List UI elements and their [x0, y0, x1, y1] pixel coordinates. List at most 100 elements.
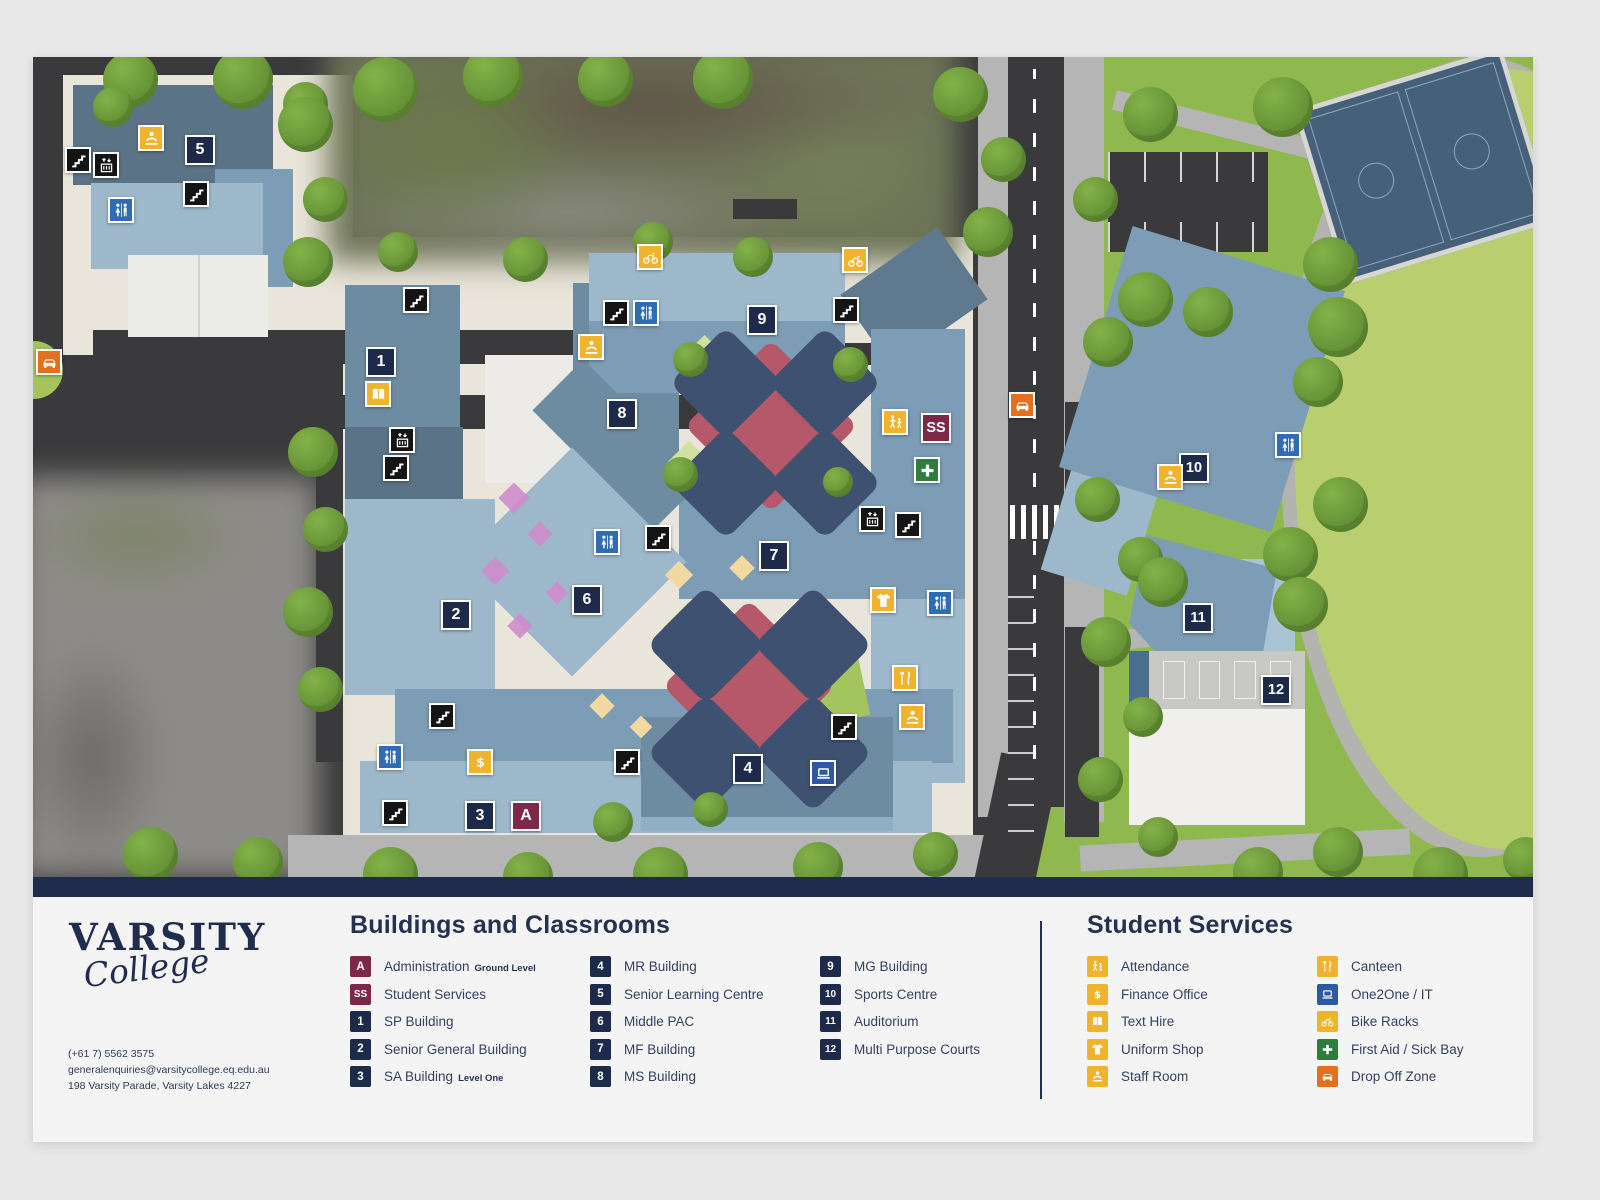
tree: [288, 427, 338, 477]
stairs-icon: [383, 455, 409, 481]
stairs-icon: [833, 297, 859, 323]
legend-item-label: Uniform Shop: [1121, 1041, 1204, 1057]
legend-item-label: Bike Racks: [1351, 1014, 1419, 1029]
legend-badge-4: 4: [590, 956, 611, 977]
staff-icon: [899, 704, 925, 730]
stairs-icon: [614, 749, 640, 775]
tree: [1263, 527, 1318, 582]
legend-badge-9: 9: [820, 956, 841, 977]
canteen-icon: [892, 665, 918, 691]
building-badge-5: 5: [185, 135, 215, 165]
firstaid-icon: [914, 457, 940, 483]
tree: [1293, 357, 1343, 407]
svg-text:$: $: [1094, 989, 1101, 1000]
legend-item-suffix: Level One: [458, 1073, 504, 1084]
tree: [1503, 837, 1533, 882]
building-badge-2: 2: [441, 600, 471, 630]
legend-divider: [1040, 921, 1042, 1099]
lift-icon: [389, 427, 415, 453]
building-9-mg-north: [589, 253, 845, 323]
building-badge-SS: SS: [921, 413, 951, 443]
laptop-icon: [1317, 983, 1338, 1005]
contact-address: 198 Varsity Parade, Varsity Lakes 4227: [68, 1079, 251, 1092]
building-badge-7: 7: [759, 541, 789, 571]
stairs-icon: [429, 703, 455, 729]
stairs-icon: [831, 714, 857, 740]
tree: [1313, 827, 1363, 877]
tree: [1123, 697, 1163, 737]
legend-item-label: Text Hire: [1121, 1014, 1175, 1029]
tree: [1081, 617, 1131, 667]
contact-phone: (+61 7) 5562 3575: [68, 1048, 155, 1060]
legend-item-label: Finance Office: [1121, 986, 1208, 1002]
tree: [1308, 297, 1368, 357]
stairs-icon: [183, 181, 209, 207]
tree: [981, 137, 1026, 182]
tree: [1078, 757, 1123, 802]
tree: [1123, 87, 1178, 142]
legend-item-label: Staff Room: [1121, 1069, 1189, 1084]
legend-item-label: SP Building: [384, 1014, 454, 1029]
canteen-icon: [1317, 956, 1338, 977]
legend-badge-SS: SS: [350, 983, 371, 1005]
building-badge-8: 8: [607, 399, 637, 429]
tree: [693, 792, 728, 827]
tree: [823, 467, 853, 497]
blurred-area-left: [33, 477, 318, 877]
firstaid-icon: [1317, 1038, 1338, 1060]
tree: [378, 232, 418, 272]
legend-item-suffix: Ground Level: [474, 963, 536, 974]
legend-item: First Aid / Sick Bay: [1317, 1038, 1527, 1060]
legend-item: $ Finance Office: [1087, 983, 1295, 1005]
tree: [1183, 287, 1233, 337]
toilets-icon: [927, 590, 953, 616]
bike-icon: [842, 247, 868, 273]
legend-badge-1: 1: [350, 1011, 371, 1032]
legend-badge-8: 8: [590, 1066, 611, 1087]
tree: [933, 67, 988, 122]
legend-item: Staff Room: [1087, 1066, 1295, 1087]
toilets-icon: [108, 197, 134, 223]
tree: [1313, 477, 1368, 532]
building-4-mr-lower-edge: [641, 817, 893, 831]
dropoff-icon: [36, 349, 62, 375]
tree: [1138, 557, 1188, 607]
legend-item: Attendance: [1087, 956, 1295, 977]
logo-varsity-text: VARSITY: [69, 915, 267, 959]
stairs-icon: [403, 287, 429, 313]
toilets-icon: [377, 744, 403, 770]
tree: [278, 97, 333, 152]
dropoff-icon: [1009, 392, 1035, 418]
laptop-icon: [810, 760, 836, 786]
legend-badge-5: 5: [590, 983, 611, 1005]
tree: [503, 237, 548, 282]
tree: [733, 237, 773, 277]
tree: [353, 57, 418, 122]
legend-item-label: Student Services: [384, 986, 487, 1002]
tree: [463, 57, 523, 107]
building-badge-1: 1: [366, 347, 396, 377]
tree: [298, 667, 343, 712]
building-badge-A: A: [511, 801, 541, 831]
building-badge-3: 3: [465, 801, 495, 831]
staff-icon: [1157, 464, 1183, 490]
bike-icon: [637, 244, 663, 270]
tree: [303, 507, 348, 552]
legend-item: Bike Racks: [1317, 1011, 1527, 1032]
legend-item: 1 SP Building: [350, 1011, 568, 1032]
legend-item-label: Multi Purpose Courts: [854, 1041, 981, 1057]
tree: [1118, 272, 1173, 327]
legend-item-label: MR Building: [624, 959, 697, 974]
parking-hatch-1: [733, 199, 797, 219]
